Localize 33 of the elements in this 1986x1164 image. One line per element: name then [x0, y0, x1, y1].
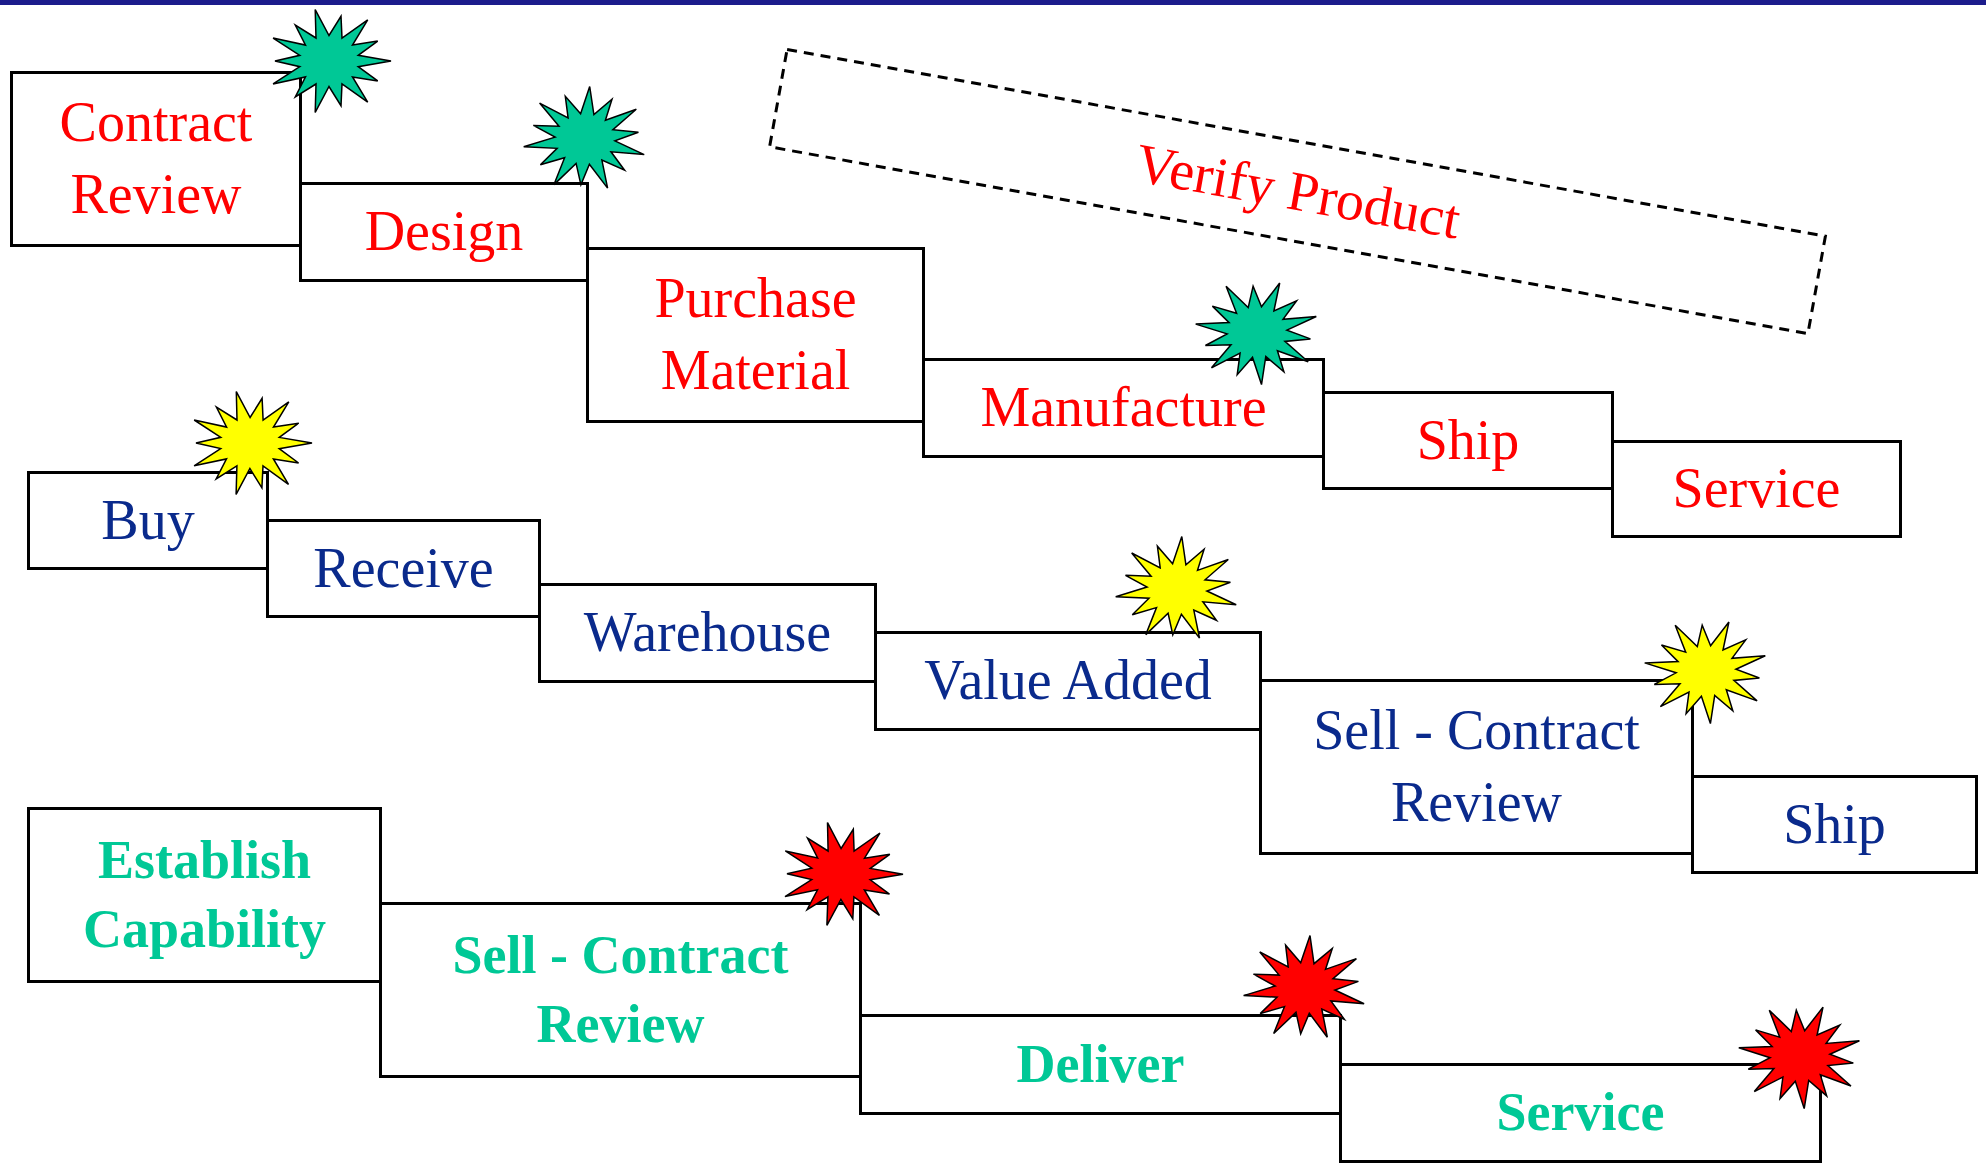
step-label: Ship [1416, 407, 1520, 473]
step-box [1259, 679, 1694, 855]
step-box [27, 471, 269, 570]
step-label: Manufacture [980, 375, 1267, 441]
step-label: Service [1496, 1081, 1665, 1145]
step-box [922, 358, 1325, 458]
step-box [859, 1014, 1342, 1115]
step-label: Sell - Contract Review [1312, 698, 1641, 835]
step-label: Service [1672, 456, 1841, 522]
step-label: Contract Review [58, 90, 254, 227]
step-box [27, 807, 382, 983]
step-box [10, 71, 302, 247]
step-label: Sell - Contract Review [451, 923, 790, 1056]
step-box [379, 902, 862, 1078]
step-label: Purchase Material [653, 266, 858, 403]
step-box [1322, 391, 1614, 490]
step-label: Ship [1783, 791, 1886, 857]
step-box [874, 631, 1262, 731]
step-box [299, 182, 589, 282]
step-label: Buy [101, 487, 195, 553]
step-label: Receive [313, 535, 494, 601]
step-label: Deliver [1016, 1032, 1185, 1096]
step-label: Establish Capability [81, 828, 328, 961]
step-label: Design [364, 199, 524, 265]
step-box [1611, 440, 1902, 538]
step-box [538, 583, 877, 683]
step-box [266, 519, 541, 618]
step-label: Warehouse [583, 600, 832, 666]
step-box [1691, 775, 1978, 874]
step-label: Verify Product [1129, 130, 1466, 253]
step-box [586, 247, 925, 423]
step-box [1339, 1063, 1822, 1163]
step-label: Value Added [924, 648, 1212, 714]
